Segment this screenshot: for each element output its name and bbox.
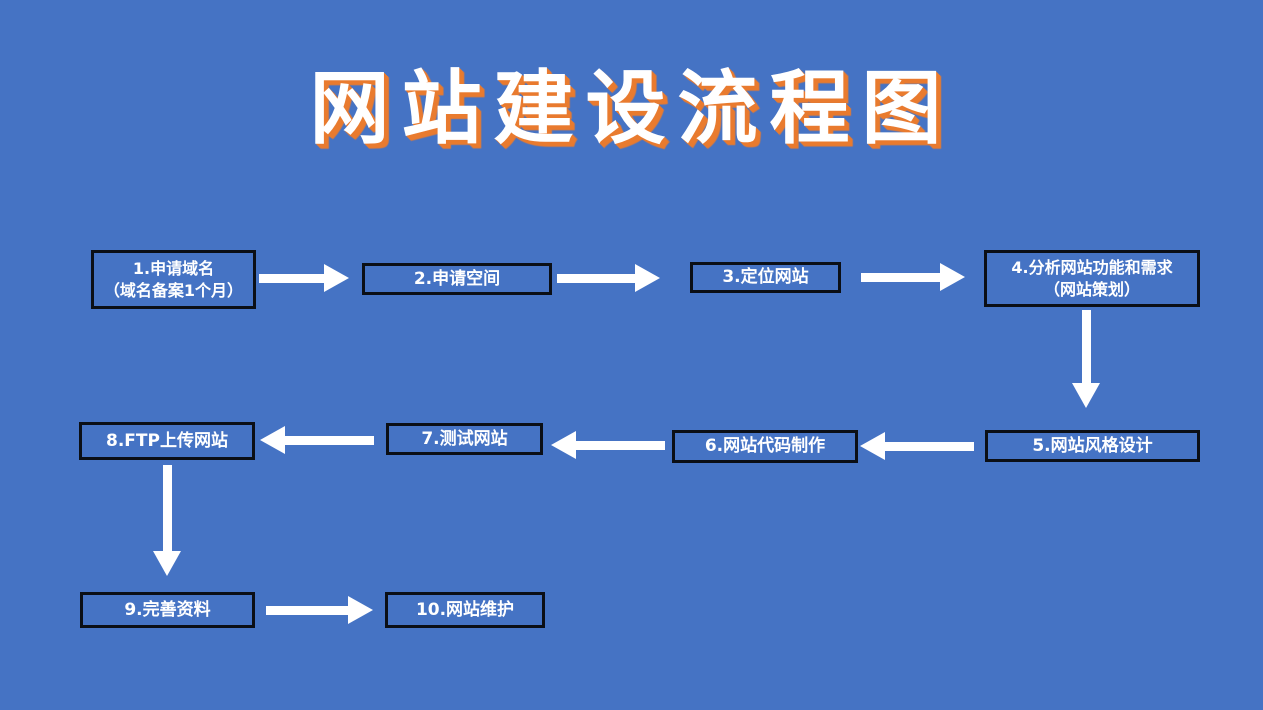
node-analyze-requirements: 4.分析网站功能和需求 （网站策划） <box>984 250 1200 307</box>
arrow-right-icon <box>266 595 373 625</box>
flowchart-title: 网站建设流程图 <box>309 61 954 155</box>
node-site-maintenance: 10.网站维护 <box>385 592 545 628</box>
node-label: 7.测试网站 <box>421 428 508 449</box>
node-apply-hosting: 2.申请空间 <box>362 263 552 295</box>
arrow-right-icon <box>259 263 349 293</box>
node-label: 4.分析网站功能和需求 <box>1011 258 1173 278</box>
node-label: 1.申请域名 <box>132 259 215 279</box>
arrow-right-icon <box>861 262 965 292</box>
node-label: 3.定位网站 <box>722 267 809 288</box>
arrow-left-icon <box>260 425 374 455</box>
node-complete-materials: 9.完善资料 <box>80 592 255 628</box>
node-code-development: 6.网站代码制作 <box>672 430 858 463</box>
arrow-right-icon <box>557 263 660 293</box>
node-label: 8.FTP上传网站 <box>106 430 228 451</box>
node-label: 9.完善资料 <box>124 599 211 620</box>
node-label: 5.网站风格设计 <box>1032 435 1153 456</box>
arrow-down-icon <box>152 465 182 576</box>
node-position-website: 3.定位网站 <box>690 262 841 293</box>
arrow-left-icon <box>551 430 665 460</box>
node-style-design: 5.网站风格设计 <box>985 430 1200 462</box>
node-test-website: 7.测试网站 <box>386 423 543 455</box>
node-label: 2.申请空间 <box>413 268 501 289</box>
node-apply-domain: 1.申请域名 （域名备案1个月） <box>91 250 256 309</box>
node-label: 6.网站代码制作 <box>704 436 826 457</box>
node-label: 10.网站维护 <box>415 599 515 620</box>
arrow-down-icon <box>1071 310 1101 408</box>
node-sublabel: （网站策划） <box>1043 279 1140 299</box>
node-sublabel: （域名备案1个月） <box>103 280 244 300</box>
arrow-left-icon <box>860 431 974 461</box>
node-ftp-upload: 8.FTP上传网站 <box>79 422 255 460</box>
